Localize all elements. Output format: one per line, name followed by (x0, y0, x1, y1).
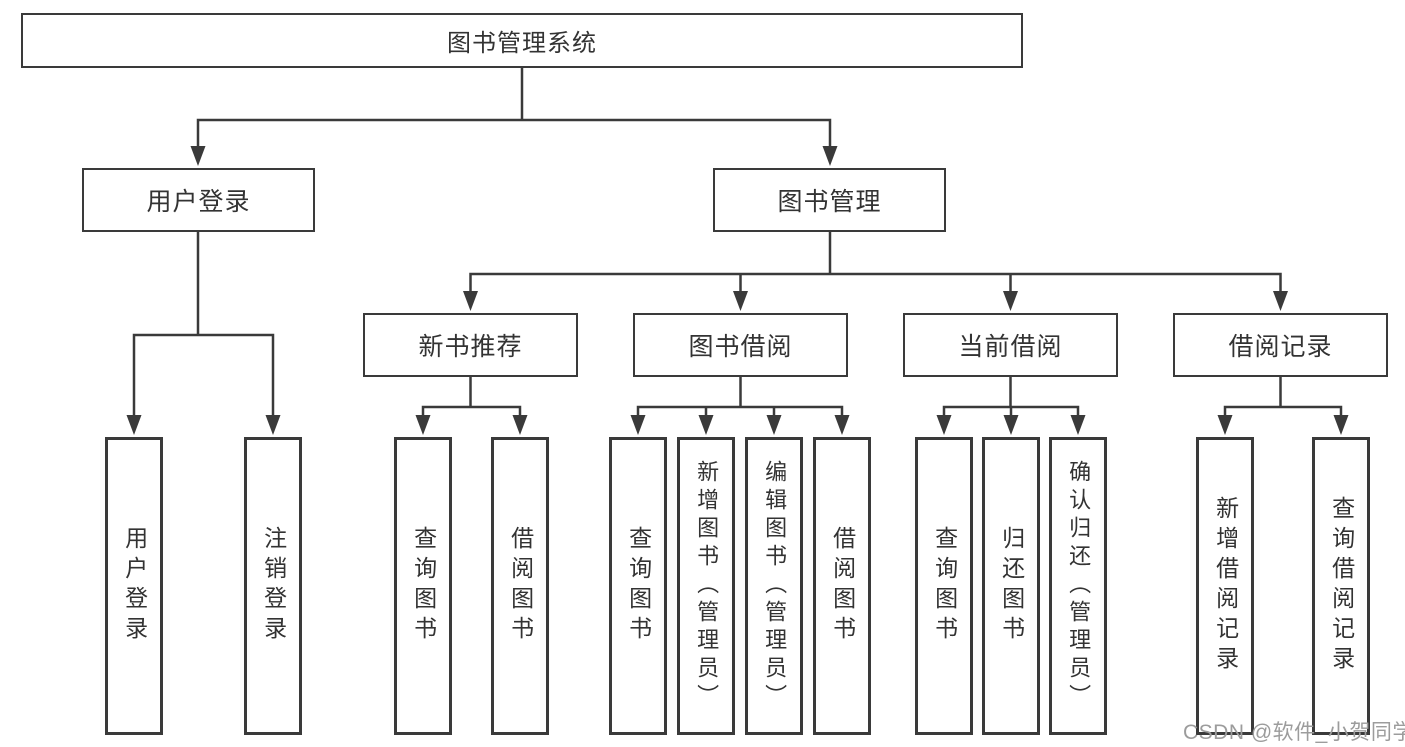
node-label: 用户登录 (146, 188, 251, 216)
connector-book-management-branch (469, 230, 1282, 297)
node-book-borrowing: 图书借阅 (633, 313, 848, 377)
leaf-add-borrow-record: 新增借阅记录 (1196, 437, 1254, 735)
arrowhead (834, 415, 850, 435)
arrowhead (1003, 291, 1018, 311)
leaf-query-books-current: 查询图书 (915, 437, 973, 735)
leaf-label: 新增图书（管理员） (694, 460, 720, 712)
leaf-label: 借阅图书 (507, 526, 534, 646)
arrowhead (766, 415, 782, 435)
leaf-label: 确认归还（管理员） (1066, 460, 1092, 712)
leaf-user-login: 用户登录 (105, 437, 163, 735)
node-label: 图书借阅 (688, 333, 793, 361)
arrowhead (415, 415, 431, 435)
node-borrowing-records: 借阅记录 (1173, 313, 1388, 377)
leaf-label: 编辑图书（管理员） (762, 460, 788, 712)
leaf-add-books-admin: 新增图书（管理员） (677, 437, 735, 735)
arrowhead (1217, 415, 1233, 435)
node-user-login: 用户登录 (82, 168, 315, 232)
arrowhead (126, 415, 142, 435)
arrowhead (733, 291, 748, 311)
leaf-label: 用户登录 (121, 526, 148, 646)
csdn-watermark: CSDN @软件_小贺同学 (1183, 721, 1405, 744)
arrowhead (512, 415, 528, 435)
node-current-borrowing: 当前借阅 (903, 313, 1118, 377)
node-library-management-system: 图书管理系统 (21, 13, 1023, 68)
node-label: 图书管理系统 (447, 30, 597, 57)
leaf-label: 新增借阅记录 (1212, 496, 1239, 676)
leaf-borrow-books-recommend: 借阅图书 (491, 437, 549, 735)
leaf-label: 查询图书 (931, 526, 958, 646)
arrowhead (1273, 291, 1288, 311)
arrowhead (1003, 415, 1019, 435)
leaf-query-books-recommend: 查询图书 (394, 437, 452, 735)
node-new-book-recommendation: 新书推荐 (363, 313, 578, 377)
connector-new-book-branch (421, 375, 522, 421)
leaf-label: 查询图书 (625, 526, 652, 646)
arrowhead (1333, 415, 1349, 435)
leaf-edit-books-admin: 编辑图书（管理员） (745, 437, 803, 735)
leaf-return-books: 归还图书 (982, 437, 1040, 735)
leaf-query-books-borrow: 查询图书 (609, 437, 667, 735)
leaf-label: 借阅图书 (829, 526, 856, 646)
leaf-borrow-books: 借阅图书 (813, 437, 871, 735)
node-label: 新书推荐 (418, 333, 523, 361)
leaf-label: 注销登录 (260, 526, 287, 646)
leaf-label: 归还图书 (998, 526, 1025, 646)
arrowhead (463, 291, 478, 311)
leaf-logout: 注销登录 (244, 437, 302, 735)
node-label: 当前借阅 (958, 333, 1063, 361)
leaf-query-borrow-record: 查询借阅记录 (1312, 437, 1370, 735)
arrowhead (1070, 415, 1086, 435)
connector-current-borrow-branch (942, 375, 1080, 421)
node-label: 借阅记录 (1228, 333, 1333, 361)
connector-root-to-level2 (196, 66, 832, 152)
arrowhead (190, 146, 206, 166)
arrowhead (630, 415, 646, 435)
leaf-label: 查询借阅记录 (1328, 496, 1355, 676)
arrowhead (822, 146, 838, 166)
connector-user-login-branch (132, 230, 275, 421)
arrowhead (698, 415, 714, 435)
connector-book-borrow-branch (636, 375, 844, 421)
node-label: 图书管理 (777, 188, 882, 216)
node-book-management: 图书管理 (713, 168, 946, 232)
arrowhead (265, 415, 281, 435)
leaf-confirm-return-admin: 确认归还（管理员） (1049, 437, 1107, 735)
connector-borrow-records-branch (1223, 375, 1343, 421)
leaf-label: 查询图书 (410, 526, 437, 646)
arrowhead (936, 415, 952, 435)
